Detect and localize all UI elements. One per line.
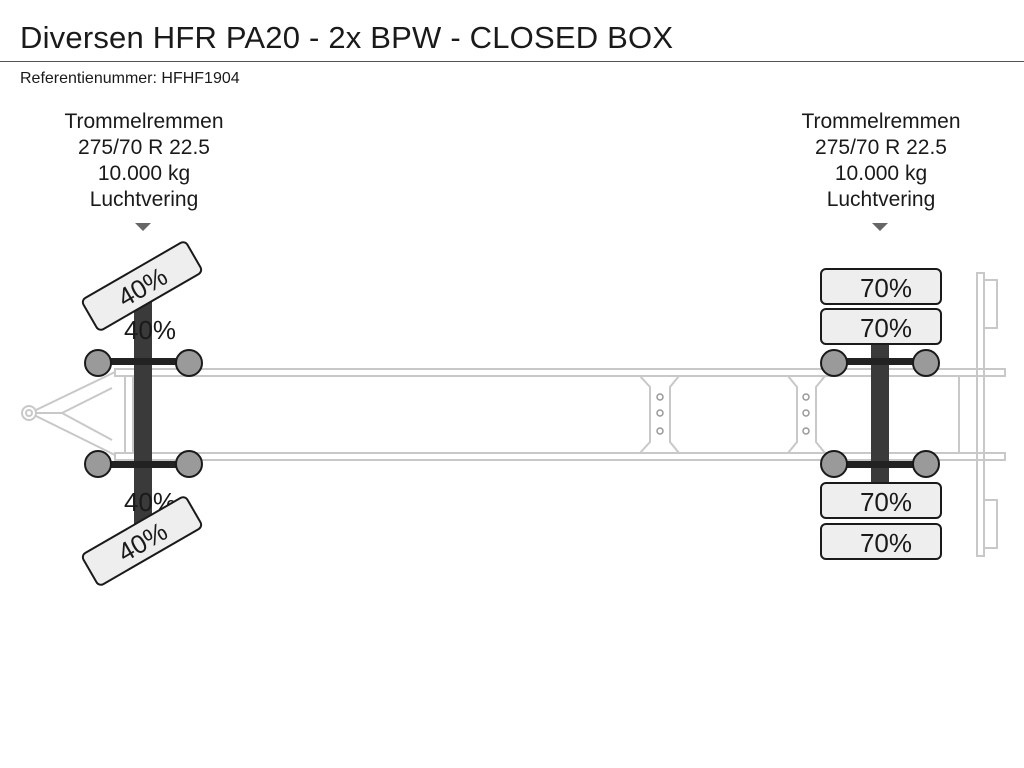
- axle-info-front: Trommelremmen 275/70 R 22.5 10.000 kg Lu…: [24, 109, 264, 213]
- axle-capacity: 10.000 kg: [834, 162, 928, 185]
- cross-member-holes: [656, 393, 810, 435]
- hub-bar: [98, 358, 190, 365]
- axle-front: 40% 40% 40% 40%: [81, 241, 203, 586]
- hub-bar: [834, 358, 926, 365]
- tread-label: 70%: [860, 528, 912, 558]
- tow-eye-icon: [21, 405, 37, 421]
- axle-tire-size: 275/70 R 22.5: [815, 136, 947, 159]
- tread-label: 70%: [860, 273, 912, 303]
- tread-label: 70%: [860, 313, 912, 343]
- axle-info-rear: Trommelremmen 275/70 R 22.5 10.000 kg Lu…: [761, 109, 1001, 213]
- tow-eye-inner: [25, 409, 33, 417]
- axle-beam: [871, 335, 889, 495]
- axle-suspension: Luchtvering: [89, 188, 199, 211]
- axle-pointer-icon: [872, 223, 888, 231]
- chassis-frame: [114, 272, 1006, 557]
- tire-rear-left-inner: 70%: [820, 308, 942, 345]
- tire-rear-right-inner: 70%: [820, 482, 942, 519]
- hub-bar: [834, 461, 926, 468]
- page-title: Diversen HFR PA20 - 2x BPW - CLOSED BOX: [20, 20, 674, 55]
- hub-icon: [175, 349, 203, 377]
- hub-icon: [820, 349, 848, 377]
- axle-pointer-icon: [135, 223, 151, 231]
- hub-icon: [912, 450, 940, 478]
- axle-brakes: Trommelremmen: [801, 110, 961, 133]
- axle-tire-size: 275/70 R 22.5: [78, 136, 210, 159]
- hub-icon: [84, 349, 112, 377]
- reference-number: Referentienummer: HFHF1904: [20, 70, 240, 87]
- hub-bar: [98, 461, 190, 468]
- tread-label: 40%: [124, 315, 176, 345]
- tire-rear-left-outer: 70%: [820, 268, 942, 305]
- axle-rear: 70% 70% 70% 70%: [820, 268, 942, 560]
- title-divider: [0, 61, 1024, 62]
- hub-icon: [84, 450, 112, 478]
- hub-icon: [912, 349, 940, 377]
- drawbar: [21, 371, 116, 456]
- hub-icon: [820, 450, 848, 478]
- tire-rear-right-outer: 70%: [820, 523, 942, 560]
- axle-brakes: Trommelremmen: [64, 110, 224, 133]
- hub-icon: [175, 450, 203, 478]
- tread-label: 70%: [860, 487, 912, 517]
- axle-suspension: Luchtvering: [826, 188, 936, 211]
- axle-capacity: 10.000 kg: [97, 162, 191, 185]
